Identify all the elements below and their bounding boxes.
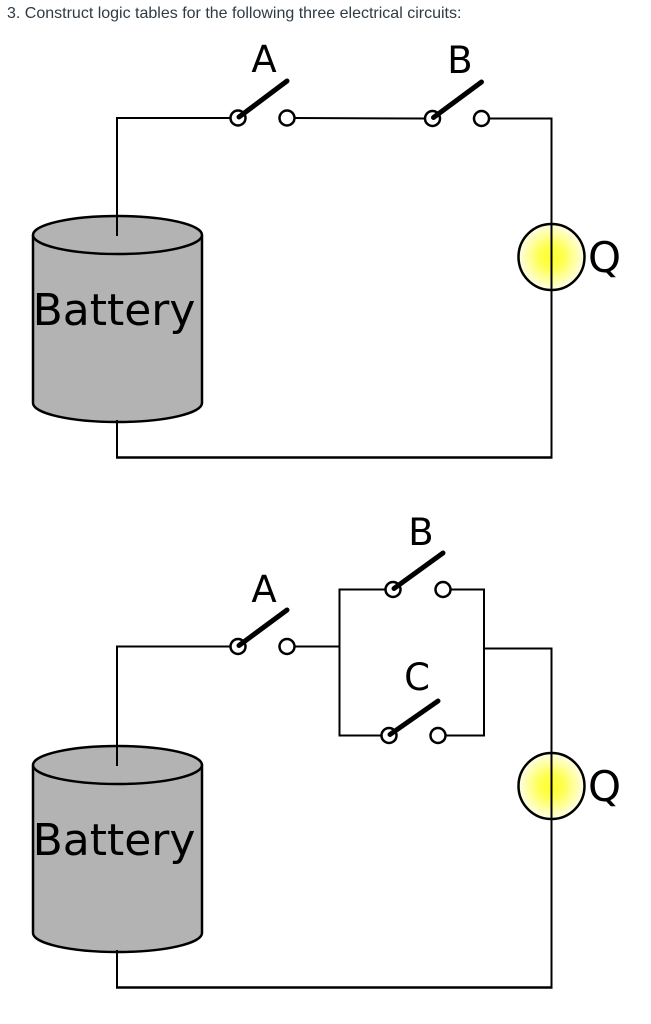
lamp-label: Q — [588, 233, 621, 282]
switch-a-label: A — [251, 38, 276, 81]
switch-c-lever — [387, 698, 441, 737]
switch-a: A — [229, 38, 296, 127]
switch-b-label: B — [408, 511, 433, 554]
question-title: 3. Construct logic tables for the follow… — [7, 5, 462, 22]
circuit-2-series-parallel: Battery Q A — [31, 511, 621, 989]
switch-a-lever — [236, 78, 290, 120]
switch-b-right-terminal — [434, 580, 452, 599]
switch-a-label: A — [251, 568, 276, 611]
battery-label: Battery — [33, 285, 196, 336]
switch-b: B — [423, 39, 491, 128]
switch-b-lever — [391, 550, 446, 591]
lamp-label: Q — [588, 762, 621, 811]
switch-b-label: B — [447, 39, 472, 82]
switch-b-lever — [431, 79, 484, 120]
switch-a-right-terminal — [278, 637, 296, 656]
switch-b: B — [384, 511, 452, 599]
switch-c-label: C — [404, 656, 430, 699]
switch-c-right-terminal — [429, 726, 447, 745]
switch-a-right-terminal — [278, 109, 296, 127]
wire-a-to-b — [294, 117, 426, 120]
switch-c: C — [380, 656, 447, 745]
switch-a-lever — [236, 607, 290, 648]
switch-a: A — [229, 568, 296, 656]
battery-label: Battery — [33, 815, 196, 866]
circuit-1-series: Battery Q A B — [31, 38, 621, 459]
switch-b-right-terminal — [472, 109, 491, 128]
